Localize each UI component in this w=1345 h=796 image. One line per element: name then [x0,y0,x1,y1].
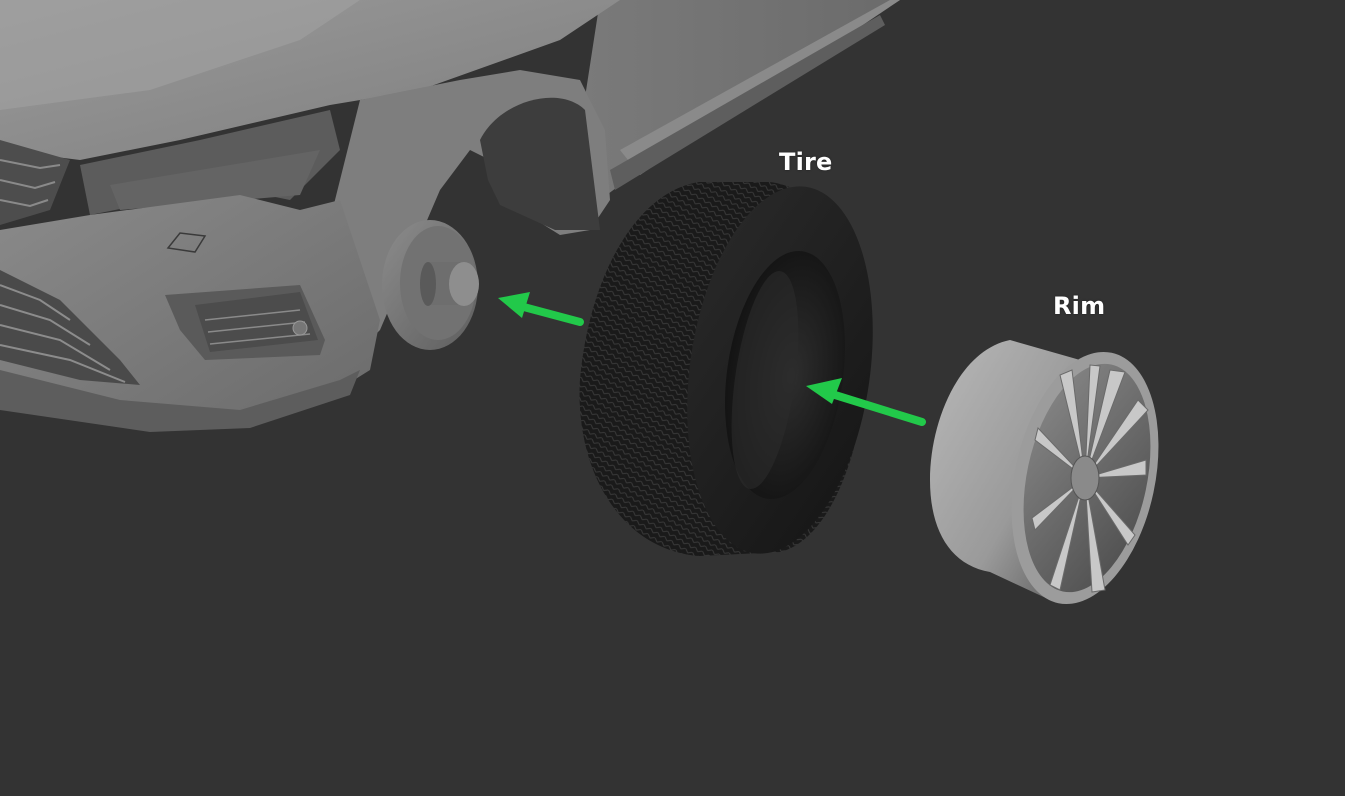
rim-label: Rim [1053,292,1106,320]
tire [579,182,873,556]
car-body [0,0,900,432]
arrow-rim-to-tire-icon [806,378,926,426]
arrow-tire-to-hub-icon [498,292,584,326]
rim [930,340,1159,605]
tire-label: Tire [779,148,833,176]
wheel-hub [382,220,479,350]
